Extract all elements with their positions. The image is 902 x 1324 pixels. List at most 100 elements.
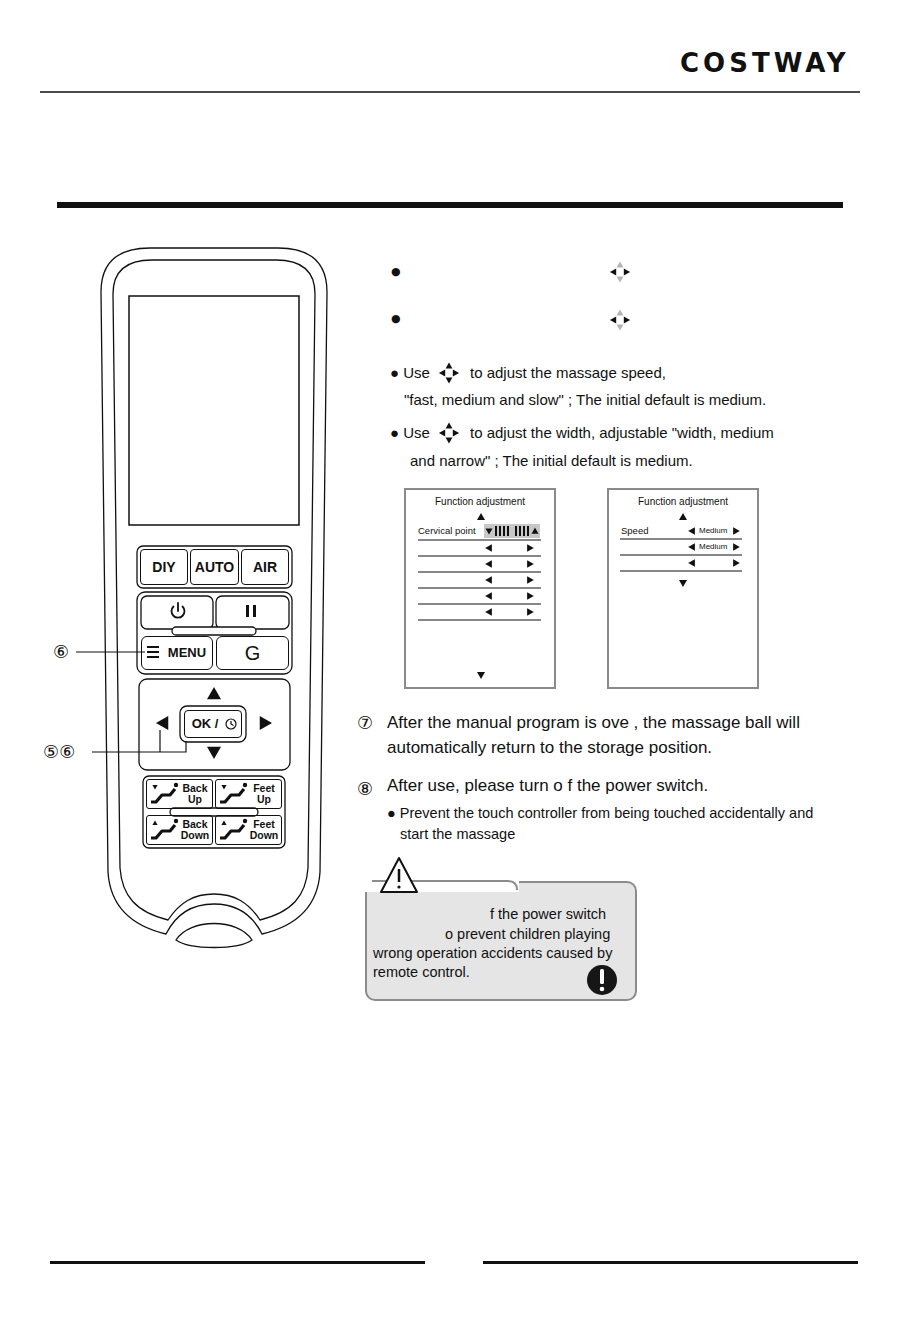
caution-mark	[600, 987, 605, 992]
level-tick	[515, 526, 517, 536]
node-text: Speed	[621, 525, 648, 536]
arrow-glyph	[733, 543, 740, 551]
remote-body	[101, 248, 327, 948]
menu-row-rule	[418, 587, 541, 588]
menu-row-rule	[418, 619, 541, 620]
remote-notch	[176, 924, 252, 948]
arrow-glyph	[617, 276, 624, 282]
node-label: DIY	[152, 559, 175, 576]
mode-button: AUTO	[190, 549, 239, 585]
arrow-glyph	[486, 528, 493, 534]
warning-tab	[363, 870, 519, 892]
recline-icon-dot	[243, 819, 247, 823]
arrow-glyph	[446, 423, 453, 429]
warning-triangle	[381, 858, 417, 892]
ok-button-ring	[180, 706, 246, 742]
power-icon	[172, 603, 185, 618]
pause-button	[216, 596, 289, 629]
node-label: AIR	[253, 559, 277, 576]
button-divider	[172, 627, 256, 635]
arrow-glyph	[527, 544, 534, 552]
recline-icon	[220, 825, 244, 838]
remote-screen	[129, 296, 299, 525]
pause-icon	[253, 605, 256, 617]
instruction-text: to adjust the massage speed,	[470, 364, 666, 382]
warning-tab-edge	[372, 881, 517, 890]
brand-logo: COSTWAY	[680, 50, 850, 76]
instruction-text: ● Use	[390, 364, 430, 382]
node-text: o prevent children playing wrong operati…	[373, 925, 635, 982]
node-label: AUTO	[195, 559, 234, 576]
callout-number: ⑥	[53, 641, 69, 663]
recline-icon	[151, 789, 175, 802]
menu-row-rule	[620, 554, 742, 555]
arrow-glyph	[260, 716, 272, 730]
arrow-glyph	[477, 513, 485, 520]
node-text: Medium	[699, 542, 727, 552]
footer-rule	[483, 1261, 858, 1264]
recline-icon	[151, 825, 175, 838]
button-cluster	[137, 592, 292, 674]
recline-icon-arrow	[221, 820, 226, 825]
recline-icon-dot	[174, 819, 178, 823]
level-tick	[519, 526, 521, 536]
level-bar	[484, 524, 540, 538]
screen-frame	[405, 489, 555, 688]
recline-button: Back Up	[146, 779, 213, 809]
dpad-cluster	[139, 679, 290, 770]
arrow-glyph	[477, 672, 485, 679]
mode-button: DIY	[140, 549, 188, 585]
leader-line	[159, 730, 160, 752]
leader-line	[92, 741, 186, 752]
menu-icon-line	[147, 651, 159, 653]
remote-inner-outline	[113, 260, 315, 920]
menu-row-rule	[620, 570, 742, 571]
arrow-glyph	[446, 377, 453, 383]
button-cluster	[137, 546, 292, 588]
recline-button: Back Down	[146, 815, 213, 845]
arrow-glyph	[679, 513, 687, 520]
remote-outline	[101, 248, 327, 934]
level-tick	[523, 526, 525, 536]
arrow-glyph	[610, 268, 616, 275]
bullet: ●	[391, 265, 401, 278]
header-rule	[40, 91, 860, 93]
arrow-glyph	[485, 576, 492, 584]
recline-cluster	[143, 776, 285, 848]
node-text: Medium	[699, 526, 727, 536]
menu-screen: Function adjustmentCervical point	[405, 489, 555, 688]
arrow-glyph	[156, 716, 168, 730]
level-tick	[507, 526, 509, 536]
power-button	[141, 596, 213, 629]
arrow-glyph	[624, 268, 630, 275]
menu-screen: Function adjustmentSpeedMediumMedium	[608, 489, 758, 688]
arrow-glyph	[688, 527, 695, 535]
menu-icon-line	[147, 646, 159, 648]
node-label: Function adjustment	[405, 496, 555, 508]
warning-mark	[398, 869, 401, 882]
arrow-glyph	[453, 429, 459, 436]
instruction-text: to adjust the width, adjustable "width, …	[470, 424, 774, 442]
power-icon-bar	[177, 603, 179, 611]
footer-rule	[50, 1261, 425, 1264]
node-label: Back Up	[147, 783, 212, 805]
arrow-glyph	[207, 687, 221, 699]
recline-icon-dot	[174, 783, 178, 787]
step-text: After the manual program is ove , the ma…	[387, 710, 867, 760]
node-label: Feet Up	[216, 783, 281, 805]
recline-button: Feet Up	[215, 779, 282, 809]
g-button: G	[216, 636, 289, 670]
arrow-glyph	[688, 559, 695, 567]
arrow-glyph	[446, 363, 453, 369]
menu-row-rule	[418, 539, 541, 540]
arrow-glyph	[446, 437, 453, 443]
warning-box: f the power switcho prevent children pla…	[365, 881, 637, 1001]
arrow-glyph	[207, 747, 221, 759]
arrow-glyph	[439, 369, 445, 376]
ok-button: OK /	[184, 710, 242, 738]
note-text: ● Prevent the touch controller from bein…	[387, 803, 845, 845]
arrow-glyph	[527, 560, 534, 568]
recline-icon-arrow	[152, 785, 157, 790]
